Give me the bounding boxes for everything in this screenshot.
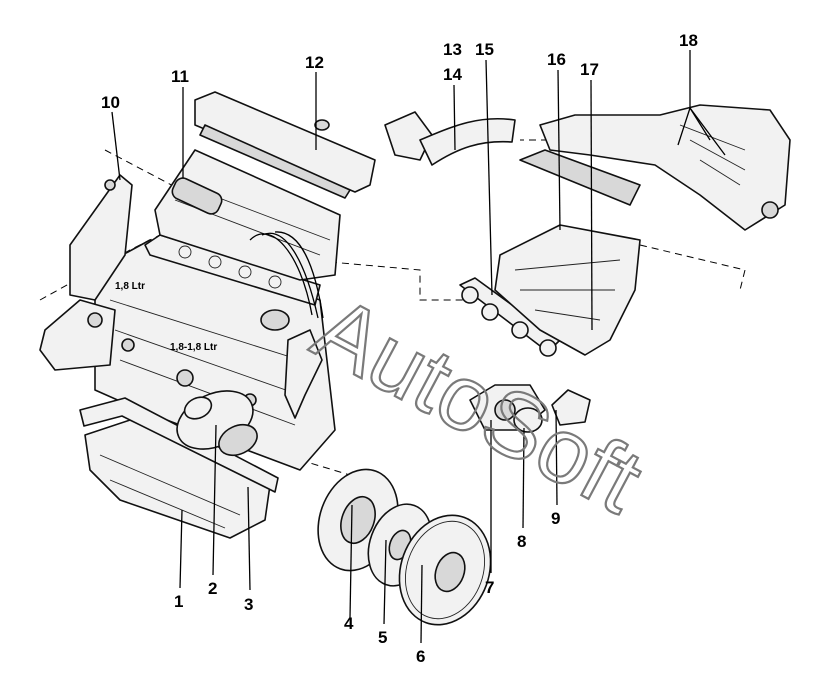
callout-2: 2 xyxy=(208,579,217,598)
callout-5: 5 xyxy=(378,628,387,647)
callout-17: 17 xyxy=(580,60,599,79)
sensor-housing xyxy=(551,389,591,426)
oil-pan-gasket xyxy=(79,397,279,493)
callout-13: 13 xyxy=(443,40,462,59)
callout-7: 7 xyxy=(485,578,494,597)
callout-12: 12 xyxy=(305,53,324,72)
callout-8: 8 xyxy=(517,532,526,551)
callout-16: 16 xyxy=(547,50,566,69)
oil-pan xyxy=(84,419,271,539)
cylinder-head xyxy=(154,149,341,281)
leader-lines xyxy=(111,50,726,644)
callout-10: 10 xyxy=(101,93,120,112)
note-engine-variant-a: 1,8 Ltr xyxy=(115,281,145,292)
callout-11: 11 xyxy=(171,67,189,86)
callout-18: 18 xyxy=(679,31,698,50)
callout-labels: 1 2 3 4 5 6 7 8 9 10 11 12 13 14 15 16 1… xyxy=(101,31,698,666)
valve-cover xyxy=(194,91,376,199)
callout-15: 15 xyxy=(475,40,494,59)
callout-4: 4 xyxy=(344,614,354,633)
intake-hose xyxy=(384,111,516,166)
intake-manifold xyxy=(494,149,641,356)
callout-14: 14 xyxy=(443,65,462,84)
distributor xyxy=(249,231,324,419)
note-engine-variant-b: 1,8-1,8 Ltr xyxy=(170,342,217,353)
callout-3: 3 xyxy=(244,595,253,614)
callout-6: 6 xyxy=(416,647,425,666)
crankshaft xyxy=(176,390,258,457)
air-intake-plenum xyxy=(539,104,791,231)
callout-1: 1 xyxy=(174,592,183,611)
thermostat-housing xyxy=(513,407,543,433)
head-gasket xyxy=(144,234,321,306)
callout-9: 9 xyxy=(551,509,560,528)
